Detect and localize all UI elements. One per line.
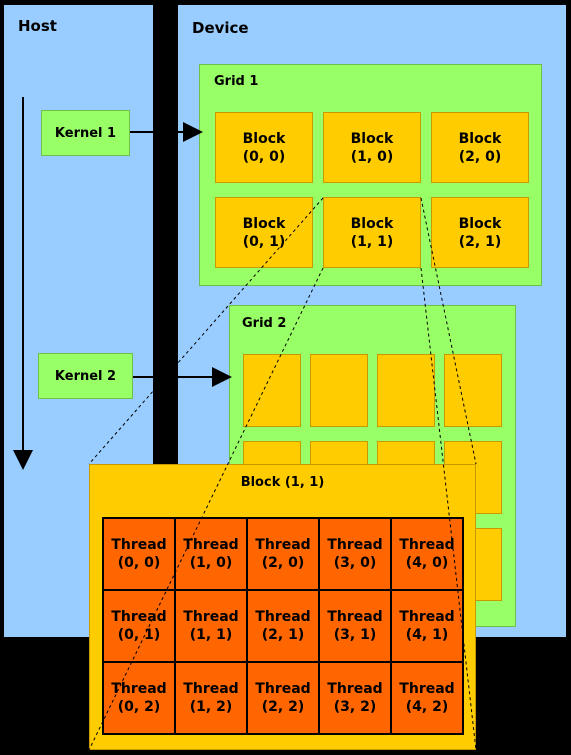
thread-index: (4, 1) bbox=[405, 627, 449, 643]
thread-cell: Thread (1, 0) bbox=[175, 518, 247, 590]
thread-label: Thread bbox=[111, 681, 167, 697]
block-index: (2, 1) bbox=[458, 233, 502, 250]
thread-label: Thread bbox=[327, 537, 383, 553]
block-detail-title: Block (1, 1) bbox=[240, 475, 325, 490]
grid-1-block: Block(1, 0) bbox=[323, 112, 421, 183]
thread-label: Thread bbox=[327, 609, 383, 625]
thread-label: Thread bbox=[399, 537, 455, 553]
thread-index: (0, 2) bbox=[117, 699, 161, 715]
zoom-dashed-lines bbox=[88, 197, 477, 751]
thread-label: Thread bbox=[399, 681, 455, 697]
thread-cell: Thread (0, 1) bbox=[103, 590, 175, 662]
grid-1-block: Block(2, 0) bbox=[431, 112, 529, 183]
kernel-2-label: Kernel 2 bbox=[54, 368, 117, 384]
thread-cell: Thread (2, 1) bbox=[247, 590, 319, 662]
thread-label: Thread bbox=[255, 609, 311, 625]
thread-cell: Thread (0, 0) bbox=[103, 518, 175, 590]
block-index: (1, 1) bbox=[350, 233, 394, 250]
thread-cell: Thread (4, 0) bbox=[391, 518, 463, 590]
thread-index: (2, 1) bbox=[261, 627, 305, 643]
thread-cell: Thread (3, 2) bbox=[319, 662, 391, 734]
thread-index: (0, 0) bbox=[117, 555, 161, 571]
thread-index: (3, 0) bbox=[333, 555, 377, 571]
block-index: (2, 0) bbox=[458, 148, 502, 165]
thread-index: (1, 0) bbox=[189, 555, 233, 571]
grid-1-block: Block(1, 1) bbox=[323, 197, 421, 268]
thread-cell: Thread (2, 2) bbox=[247, 662, 319, 734]
thread-label: Thread bbox=[327, 681, 383, 697]
host-title: Host bbox=[18, 17, 57, 35]
thread-index: (1, 2) bbox=[189, 699, 233, 715]
thread-index: (4, 2) bbox=[405, 699, 449, 715]
grid-2-title: Grid 2 bbox=[242, 316, 287, 331]
thread-index: (2, 2) bbox=[261, 699, 305, 715]
block-index: (1, 0) bbox=[350, 148, 394, 165]
thread-label: Thread bbox=[255, 537, 311, 553]
block-index: (0, 0) bbox=[242, 148, 286, 165]
thread-cell: Thread (3, 1) bbox=[319, 590, 391, 662]
thread-cell: Thread (3, 0) bbox=[319, 518, 391, 590]
kernel-1-box: Kernel 1 bbox=[41, 110, 130, 156]
block-index: (0, 1) bbox=[242, 233, 286, 250]
thread-label: Thread bbox=[111, 609, 167, 625]
device-title: Device bbox=[192, 19, 249, 37]
kernel-2-box: Kernel 2 bbox=[38, 353, 133, 399]
thread-index: (0, 1) bbox=[117, 627, 161, 643]
thread-label: Thread bbox=[183, 537, 239, 553]
grid-2-block bbox=[310, 354, 368, 427]
grid-2-block bbox=[243, 354, 301, 427]
block-label: Block bbox=[242, 130, 286, 147]
block-label: Block bbox=[350, 130, 394, 147]
thread-label: Thread bbox=[183, 609, 239, 625]
thread-cell: Thread (1, 1) bbox=[175, 590, 247, 662]
grid-1-title: Grid 1 bbox=[214, 74, 259, 89]
block-label: Block bbox=[458, 130, 502, 147]
thread-index: (3, 1) bbox=[333, 627, 377, 643]
thread-label: Thread bbox=[183, 681, 239, 697]
thread-cell: Thread (0, 2) bbox=[103, 662, 175, 734]
thread-index: (3, 2) bbox=[333, 699, 377, 715]
block-label: Block bbox=[350, 215, 394, 232]
grid-2-block bbox=[377, 354, 435, 427]
thread-grid: Thread(0, 0)Thread(1, 0)Thread(2, 0)Thre… bbox=[102, 517, 464, 735]
thread-cell: Thread (1, 2) bbox=[175, 662, 247, 734]
thread-label: Thread bbox=[255, 681, 311, 697]
thread-cell: Thread (4, 2) bbox=[391, 662, 463, 734]
kernel-1-label: Kernel 1 bbox=[54, 125, 117, 141]
thread-index: (1, 1) bbox=[189, 627, 233, 643]
grid-2-block bbox=[444, 354, 502, 427]
block-label: Block bbox=[458, 215, 502, 232]
grid-1-block: Block(2, 1) bbox=[431, 197, 529, 268]
block-detail-panel: Block (1, 1) Thread(0, 0)Thread(1, 0)Thr… bbox=[89, 464, 476, 750]
grid-1-block: Block(0, 0) bbox=[215, 112, 313, 183]
thread-index: (4, 0) bbox=[405, 555, 449, 571]
block-label: Block bbox=[242, 215, 286, 232]
thread-index: (2, 0) bbox=[261, 555, 305, 571]
thread-label: Thread bbox=[111, 537, 167, 553]
thread-cell: Thread (4, 1) bbox=[391, 590, 463, 662]
thread-cell: Thread (2, 0) bbox=[247, 518, 319, 590]
thread-label: Thread bbox=[399, 609, 455, 625]
grid-1-block: Block(0, 1) bbox=[215, 197, 313, 268]
